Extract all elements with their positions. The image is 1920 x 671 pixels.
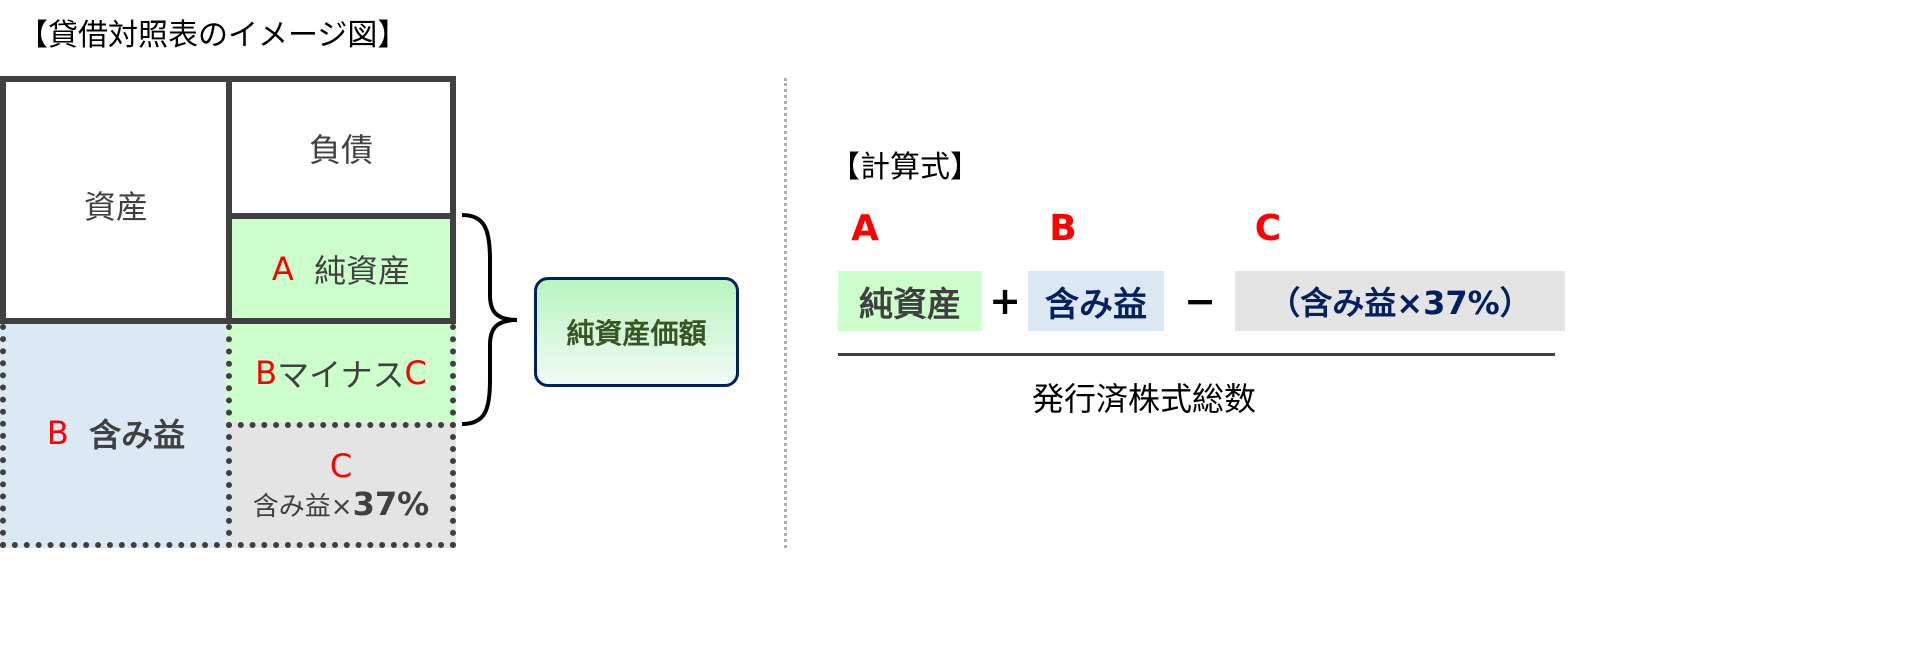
formula-letter-b: B <box>1049 207 1077 249</box>
letter-c: C <box>329 447 353 485</box>
letter-b: B <box>46 414 69 452</box>
net-asset-value-label: 純資産価額 <box>566 317 707 350</box>
term-unrealized-gain: 含み益 <box>1028 271 1164 331</box>
assets-label: 資産 <box>83 188 148 226</box>
term-net-assets: 純資産 <box>838 271 982 331</box>
unrealized-gain-label: 含み益 <box>89 416 186 454</box>
fraction-line <box>838 353 1555 356</box>
denominator: 発行済株式総数 <box>1031 380 1256 418</box>
brace-icon <box>461 213 518 426</box>
plus-operator: + <box>989 279 1021 323</box>
term-tax-adjustment: （含み益×37%） <box>1235 271 1565 331</box>
liabilities-label: 負債 <box>308 131 373 169</box>
diagram-title: 【貸借対照表のイメージ図】 <box>18 18 408 53</box>
c-cell: C 含み益×37% <box>226 422 456 548</box>
net-asset-value-box: 純資産価額 <box>534 277 739 387</box>
minus-operator: − <box>1184 279 1216 323</box>
unrealized-gain-cell: B 含み益 <box>0 324 232 548</box>
letter-c: C <box>404 354 427 392</box>
formula-letter-a: A <box>851 207 879 249</box>
net-assets-cell: A 純資産 <box>226 213 456 324</box>
liabilities-cell: 負債 <box>226 76 456 220</box>
letter-b: B <box>255 354 278 392</box>
assets-cell: 資産 <box>0 76 232 324</box>
formula-letter-c: C <box>1254 207 1282 249</box>
formula-title: 【計算式】 <box>830 150 980 185</box>
c-percentage: 37% <box>352 485 430 523</box>
minus-label: マイナス <box>277 356 405 394</box>
letter-a: A <box>271 249 294 288</box>
c-text: 含み益× <box>252 492 353 522</box>
divider <box>784 78 787 548</box>
net-assets-label: 純資産 <box>314 251 411 290</box>
